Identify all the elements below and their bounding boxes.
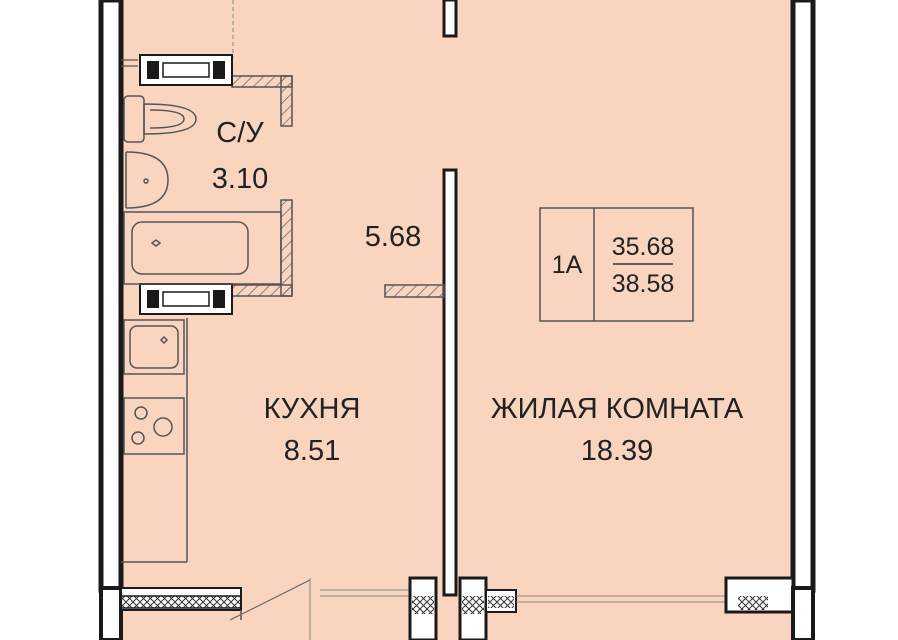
stove-icon bbox=[123, 397, 185, 455]
living-area-value: 35.68 bbox=[612, 233, 675, 261]
apartment-type: 1А bbox=[552, 251, 583, 279]
vent-duct-bottom bbox=[139, 283, 233, 315]
bathtub-icon bbox=[123, 211, 282, 285]
toilet-icon bbox=[123, 95, 197, 143]
living-room-name: ЖИЛАЯ КОМНАТА bbox=[491, 393, 744, 425]
hallway-stub-wall bbox=[384, 284, 445, 298]
bottom-facade bbox=[99, 576, 815, 640]
kitchen-name: КУХНЯ bbox=[264, 393, 361, 425]
kitchen-sink-icon bbox=[123, 319, 185, 375]
partition-wall-main bbox=[442, 168, 458, 597]
kitchen-counter bbox=[121, 318, 188, 563]
hallway-area: 5.68 bbox=[365, 221, 421, 253]
total-area-value: 38.58 bbox=[612, 270, 675, 298]
kitchen-area: 8.51 bbox=[284, 435, 340, 467]
vent-duct-top bbox=[139, 54, 233, 86]
partition-wall-top bbox=[442, 0, 458, 38]
living-room-area: 18.39 bbox=[581, 435, 654, 467]
sink-icon bbox=[125, 151, 169, 209]
apartment-info-box bbox=[539, 207, 694, 322]
left-outer-wall bbox=[98, 0, 124, 593]
right-outer-wall bbox=[790, 0, 816, 593]
bathroom-area: 3.10 bbox=[212, 163, 268, 195]
bathroom-name: С/У bbox=[216, 117, 264, 149]
